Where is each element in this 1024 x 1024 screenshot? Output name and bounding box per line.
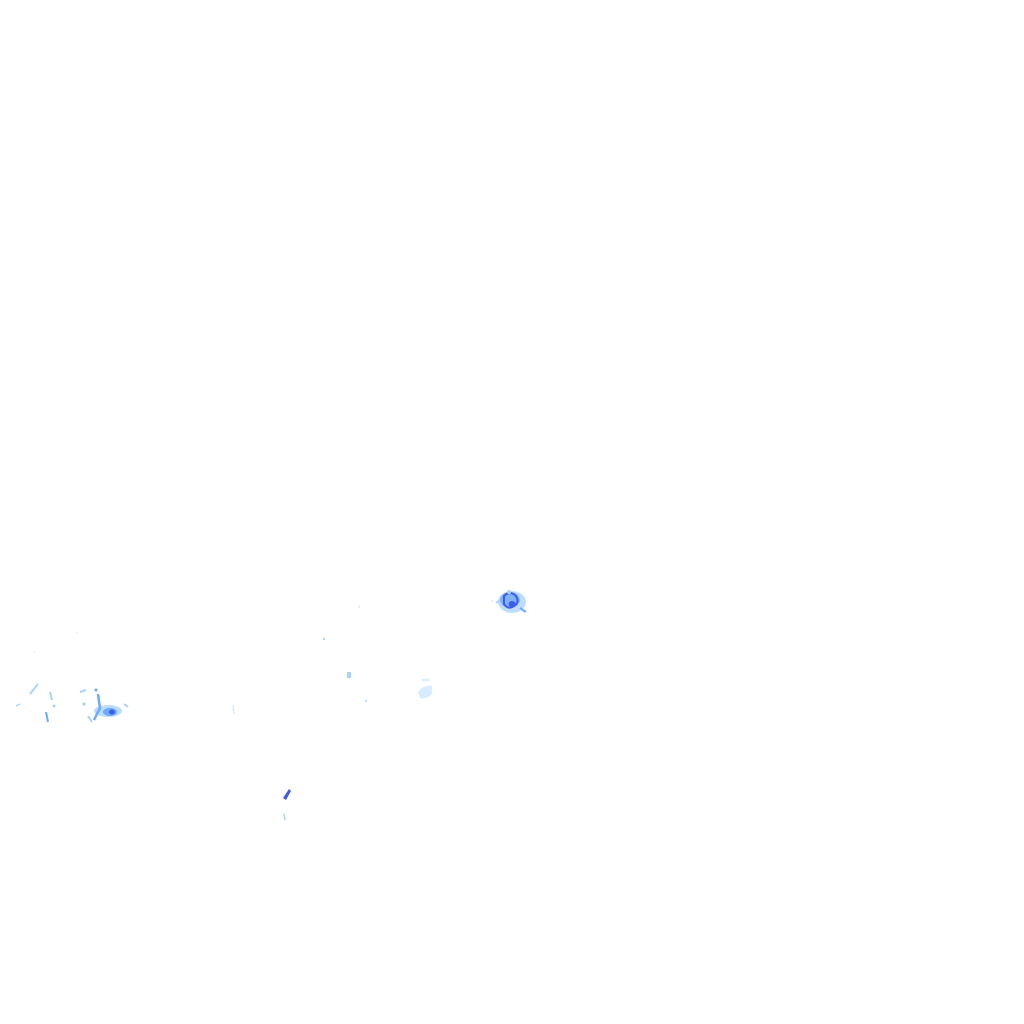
echo-cell-west-cluster bbox=[79, 688, 129, 723]
echo-cell-far-west-streaks bbox=[15, 683, 56, 723]
echo-cell-center-small bbox=[347, 672, 367, 702]
echo-cell-center-patch bbox=[418, 679, 432, 699]
echo-cell-scattered-specks bbox=[33, 600, 493, 715]
echo-cell-east bbox=[495, 590, 527, 613]
echo-cell-south bbox=[283, 789, 291, 821]
